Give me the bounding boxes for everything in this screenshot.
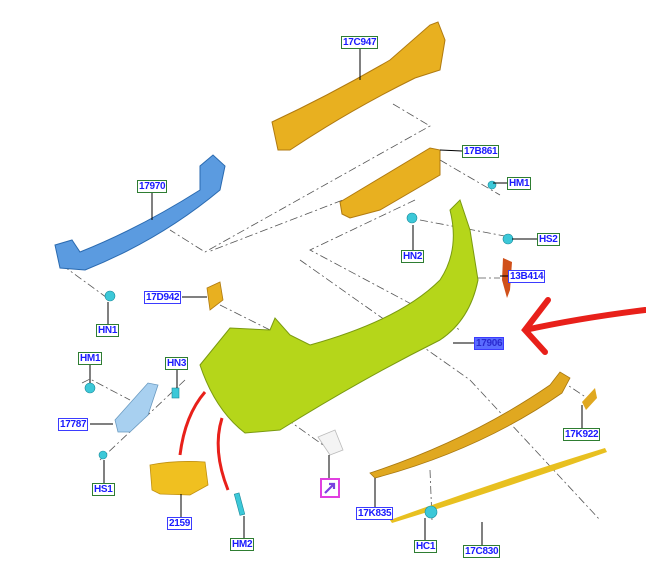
annotation-arrows xyxy=(178,297,646,491)
side-bracket-part xyxy=(206,281,224,311)
red-arrow-icon xyxy=(216,417,230,491)
label-17906-highlighted[interactable]: 17906 xyxy=(474,337,505,350)
label-hn1[interactable]: HN1 xyxy=(96,324,120,337)
label-17k835[interactable]: 17K835 xyxy=(356,507,394,520)
deflector-part xyxy=(369,371,571,479)
upper-bracket-part xyxy=(339,147,441,219)
clip-hm1-left xyxy=(84,382,96,394)
label-hm1-top[interactable]: HM1 xyxy=(507,177,532,190)
label-13b414[interactable]: 13B414 xyxy=(508,270,546,283)
energy-absorber-part xyxy=(271,21,446,151)
molding-part xyxy=(390,448,607,523)
label-17787[interactable]: 17787 xyxy=(58,418,89,431)
clip-hc1 xyxy=(424,505,438,519)
label-hs1[interactable]: HS1 xyxy=(92,483,115,496)
label-17b861[interactable]: 17B861 xyxy=(462,145,500,158)
label-17k922[interactable]: 17K922 xyxy=(563,428,601,441)
red-arrow-icon xyxy=(521,297,646,355)
label-17d942[interactable]: 17D942 xyxy=(144,291,182,304)
right-bracket-part xyxy=(582,388,597,410)
reinforcement-beam-part xyxy=(54,154,226,271)
label-17c947[interactable]: 17C947 xyxy=(341,36,379,49)
clip-hm2 xyxy=(233,492,246,516)
label-hs2[interactable]: HS2 xyxy=(537,233,560,246)
clip-hm1-top xyxy=(487,180,497,190)
label-hm1-left[interactable]: HM1 xyxy=(78,352,103,365)
label-hm2[interactable]: HM2 xyxy=(230,538,255,551)
clip-hn1 xyxy=(104,290,116,302)
label-17c830[interactable]: 17C830 xyxy=(463,545,501,558)
cover-2159-part xyxy=(149,461,209,496)
assembly-lines xyxy=(61,103,601,521)
clip-hn2 xyxy=(406,212,418,224)
leader-lines xyxy=(89,48,583,545)
label-hc1[interactable]: HC1 xyxy=(414,540,438,553)
label-17970[interactable]: 17970 xyxy=(137,180,168,193)
tow-cover-link-button[interactable] xyxy=(320,478,340,498)
clip-hn3 xyxy=(171,387,180,399)
red-arrow-icon xyxy=(178,391,207,456)
bumper-cover-part xyxy=(199,199,479,434)
clip-hs2 xyxy=(502,233,514,245)
label-2159[interactable]: 2159 xyxy=(167,517,193,530)
clips xyxy=(84,180,514,519)
tow-hook-cover-part xyxy=(317,429,344,456)
left-bracket-part xyxy=(114,382,159,433)
label-hn2[interactable]: HN2 xyxy=(401,250,425,263)
label-hn3[interactable]: HN3 xyxy=(165,357,189,370)
reflector-part xyxy=(502,258,512,298)
arrow-link-icon xyxy=(324,482,336,494)
clip-hs1 xyxy=(98,450,108,460)
